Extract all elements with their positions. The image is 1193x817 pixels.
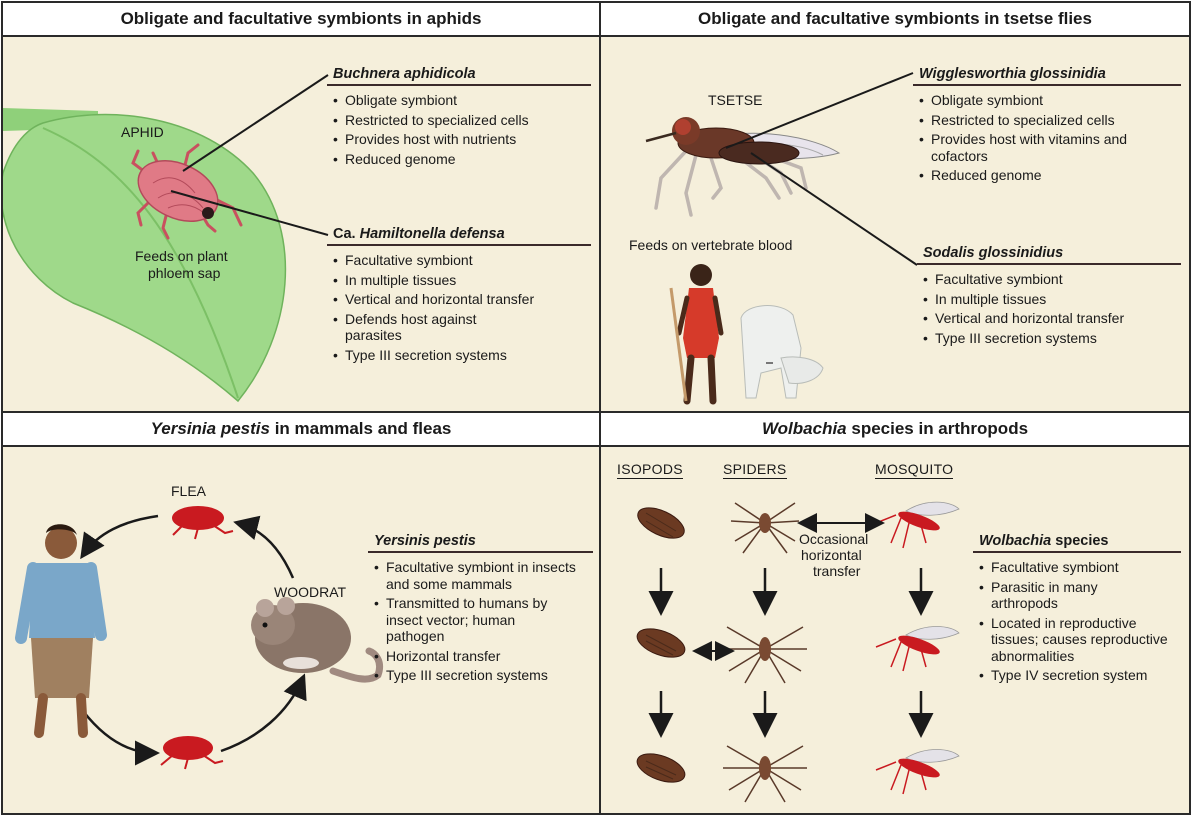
figure: Obligate and facultative symbionts in ap… bbox=[3, 3, 1189, 813]
vertical-divider bbox=[599, 3, 601, 813]
horizontal-divider bbox=[3, 411, 1189, 413]
